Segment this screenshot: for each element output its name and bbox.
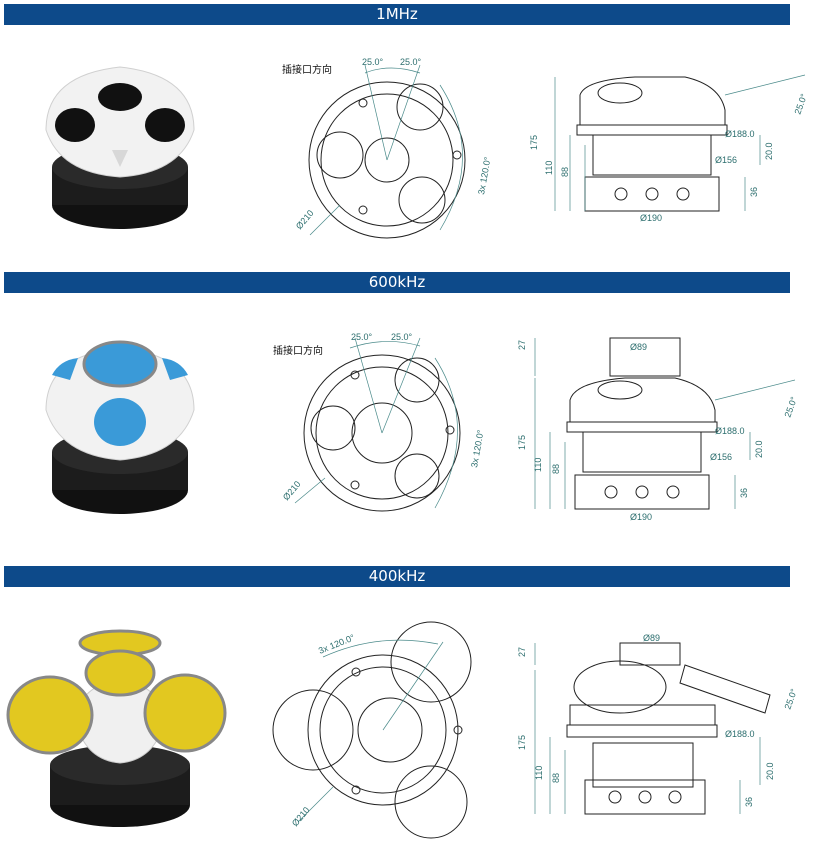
height-low: 88 xyxy=(560,167,570,177)
height-top: 20.0 xyxy=(754,440,764,458)
diameter-3: Ø190 xyxy=(630,512,652,522)
connector-direction-label: 插接口方向 xyxy=(282,63,332,76)
angle-label-b: 25.0° xyxy=(391,332,413,342)
section-header-400khz: 400kHz xyxy=(4,566,790,587)
top-diameter: Ø89 xyxy=(643,633,660,643)
product-image-400khz xyxy=(6,629,227,827)
diameter-label: Ø210 xyxy=(294,208,316,231)
diameter-label: Ø210 xyxy=(290,805,312,828)
top-view-drawing-1mhz: 插接口方向 25.0° 25.0° 3x 120.0° Ø210 xyxy=(282,57,493,239)
pattern-label: 3x 120.0° xyxy=(469,429,486,469)
height-mid: 110 xyxy=(544,161,554,175)
height-base: 36 xyxy=(739,488,749,498)
section-header-600khz: 600kHz xyxy=(4,272,790,293)
diameter-3: Ø190 xyxy=(640,213,662,223)
diameter-1: Ø188.0 xyxy=(725,729,755,739)
height-mid: 110 xyxy=(534,766,544,780)
top-height: 27 xyxy=(517,340,527,350)
height-total: 175 xyxy=(517,735,527,750)
diameter-1: Ø188.0 xyxy=(725,129,755,139)
height-mid: 110 xyxy=(533,458,543,472)
height-total: 175 xyxy=(517,435,527,450)
angle-label-a: 25.0° xyxy=(362,57,384,67)
side-view-drawing-400khz: Ø89 27 175 110 88 Ø188.0 20.0 36 25.0° xyxy=(517,633,799,815)
diameter-1: Ø188.0 xyxy=(715,426,745,436)
pattern-label: 3x 120.0° xyxy=(476,156,493,196)
diameter-2: Ø156 xyxy=(710,452,732,462)
height-top: 20.0 xyxy=(764,142,774,160)
angle-label-b: 25.0° xyxy=(400,57,422,67)
height-top: 20.0 xyxy=(765,762,775,780)
side-view-drawing-1mhz: 175 110 88 Ø188.0 Ø156 Ø190 20.0 36 25.0… xyxy=(529,74,809,223)
side-view-drawing-600khz: Ø89 27 175 110 88 Ø188.0 Ø156 Ø190 20.0 … xyxy=(517,337,799,522)
top-diameter: Ø89 xyxy=(630,342,647,352)
top-view-drawing-400khz: 3x 120.0° Ø210 xyxy=(272,621,472,839)
product-image-1mhz xyxy=(45,66,195,229)
height-low: 88 xyxy=(551,773,561,783)
angle-label-a: 25.0° xyxy=(351,332,373,342)
tilt-angle: 25.0° xyxy=(792,92,809,116)
height-low: 88 xyxy=(551,464,561,474)
height-base: 36 xyxy=(744,797,754,807)
diameter-2: Ø156 xyxy=(715,155,737,165)
tilt-angle: 25.0° xyxy=(782,395,799,419)
section-header-1mhz: 1MHz xyxy=(4,4,790,25)
diameter-label: Ø210 xyxy=(281,479,303,502)
height-base: 36 xyxy=(749,187,759,197)
pattern-label: 3x 120.0° xyxy=(317,632,356,656)
top-view-drawing-600khz: 插接口方向 25.0° 25.0° 3x 120.0° Ø210 xyxy=(273,332,486,512)
connector-direction-label: 插接口方向 xyxy=(273,344,323,357)
height-total: 175 xyxy=(529,135,539,150)
top-height: 27 xyxy=(517,647,527,657)
product-image-600khz xyxy=(45,340,195,514)
tilt-angle: 25.0° xyxy=(782,687,799,711)
